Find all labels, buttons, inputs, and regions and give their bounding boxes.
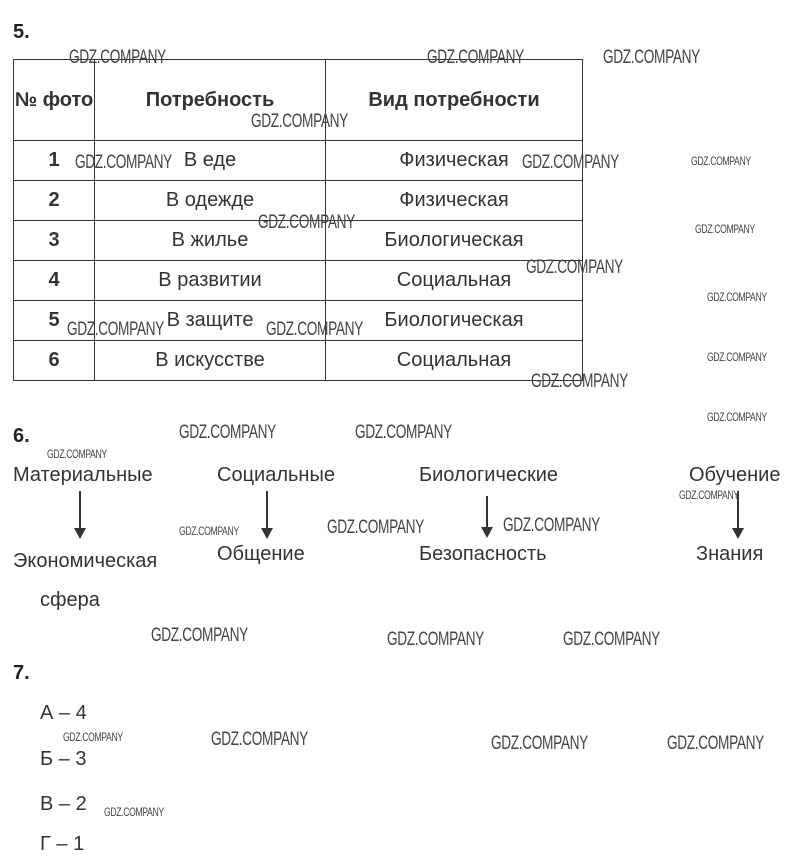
watermark: GDZ.COMPANY (47, 447, 107, 461)
need-cell: В развитии (94, 260, 326, 301)
answer: Г – 1 (40, 833, 85, 855)
photo-number-cell: 3 (13, 220, 95, 261)
watermark: GDZ.COMPANY (258, 212, 355, 233)
watermark: GDZ.COMPANY (522, 152, 619, 173)
watermark: GDZ.COMPANY (179, 422, 276, 443)
need-cell: В еде (94, 140, 326, 181)
watermark: GDZ.COMPANY (707, 410, 767, 424)
need-sphere: Безопасность (419, 543, 547, 565)
task7-number: 7. (13, 662, 30, 684)
need-cell: В жилье (94, 220, 326, 261)
watermark: GDZ.COMPANY (679, 488, 739, 502)
answer: Б – 3 (40, 748, 87, 770)
watermark: GDZ.COMPANY (151, 625, 248, 646)
watermark: GDZ.COMPANY (104, 805, 164, 819)
need-cell: В защите (94, 300, 326, 341)
watermark: GDZ.COMPANY (667, 733, 764, 754)
need-type-cell: Биологическая (325, 220, 583, 261)
watermark: GDZ.COMPANY (427, 47, 524, 68)
need-cell: В одежде (94, 180, 326, 221)
need-type-cell: Социальная (325, 260, 583, 301)
need-type-cell: Физическая (325, 180, 583, 221)
need-category: Социальные (217, 464, 335, 486)
arrow-down-icon (481, 496, 493, 538)
photo-number-cell: 4 (13, 260, 95, 301)
need-category: Материальные (13, 464, 153, 486)
need-category: Биологические (419, 464, 559, 486)
watermark: GDZ.COMPANY (563, 629, 660, 650)
need-type-cell: Социальная (325, 340, 583, 381)
col-need: Потребность (94, 59, 326, 141)
watermark: GDZ.COMPANY (211, 729, 308, 750)
need-cell: В искусстве (94, 340, 326, 381)
photo-number-cell: 5 (13, 300, 95, 341)
watermark: GDZ.COMPANY (503, 515, 600, 536)
task5-number: 5. (13, 21, 30, 43)
need-sphere-text: Экономическая сфера (13, 542, 183, 620)
need-type-cell: Физическая (325, 140, 583, 181)
photo-number-cell: 1 (13, 140, 95, 181)
watermark: GDZ.COMPANY (327, 517, 424, 538)
need-sphere-line: Экономическая (13, 550, 158, 572)
photo-number-cell: 2 (13, 180, 95, 221)
watermark: GDZ.COMPANY (355, 422, 452, 443)
watermark: GDZ.COMPANY (266, 319, 363, 340)
watermark: GDZ.COMPANY (67, 319, 164, 340)
watermark: GDZ.COMPANY (526, 257, 623, 278)
need-sphere: Общение (217, 543, 305, 565)
watermark: GDZ.COMPANY (75, 152, 172, 173)
watermark: GDZ.COMPANY (491, 733, 588, 754)
watermark: GDZ.COMPANY (707, 290, 767, 304)
photo-number-cell: 6 (13, 340, 95, 381)
watermark: GDZ.COMPANY (69, 47, 166, 68)
watermark: GDZ.COMPANY (251, 111, 348, 132)
watermark: GDZ.COMPANY (603, 47, 700, 68)
col-photo-number: № фото (13, 59, 95, 141)
need-category: Обучение (689, 464, 781, 486)
need-type-cell: Биологическая (325, 300, 583, 341)
answer: В – 2 (40, 793, 87, 815)
col-need-type: Вид потребности (325, 59, 583, 141)
need-sphere: Знания (696, 543, 764, 565)
watermark: GDZ.COMPANY (531, 371, 628, 392)
arrow-down-icon (74, 491, 86, 539)
watermark: GDZ.COMPANY (179, 524, 239, 538)
arrow-down-icon (261, 491, 273, 539)
answer: А – 4 (40, 702, 87, 724)
need-sphere-line: сфера (40, 589, 100, 611)
watermark: GDZ.COMPANY (63, 730, 123, 744)
watermark: GDZ.COMPANY (691, 154, 751, 168)
table-header-row: № фото Потребность Вид потребности (13, 59, 583, 141)
need-sphere: Экономическая сфера (13, 542, 183, 620)
task6-number: 6. (13, 425, 30, 447)
watermark: GDZ.COMPANY (695, 222, 755, 236)
watermark: GDZ.COMPANY (387, 629, 484, 650)
watermark: GDZ.COMPANY (707, 350, 767, 364)
arrow-down-icon (732, 491, 744, 539)
